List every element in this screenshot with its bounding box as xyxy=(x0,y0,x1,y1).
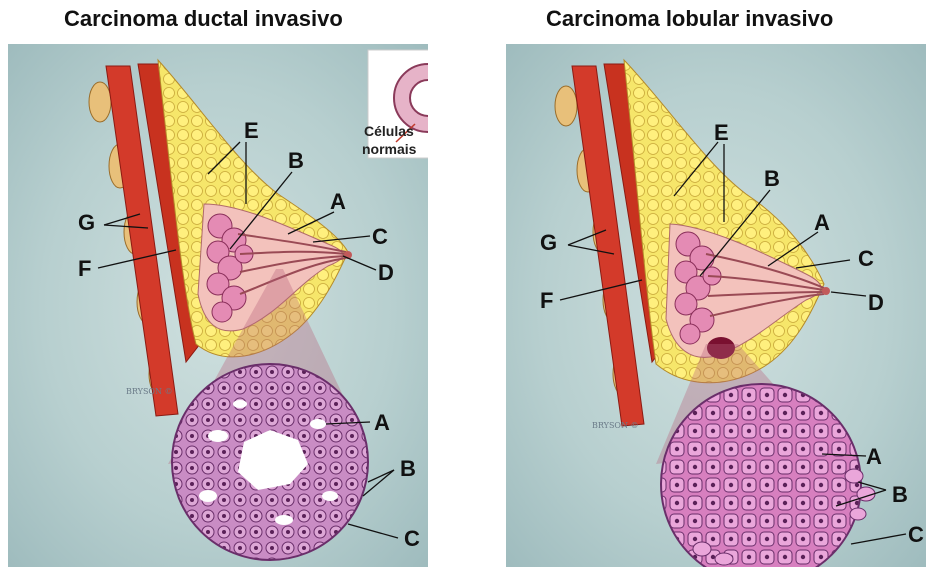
label-D: D xyxy=(378,260,394,285)
lobular-illustration: BRYSON © E B A C D G F xyxy=(506,44,926,567)
ductal-illustration: Células normais BRYSON © xyxy=(8,44,428,567)
label-C: C xyxy=(858,246,874,271)
label-F: F xyxy=(540,288,553,313)
panel-lobular-carcinoma: BRYSON © E B A C D G F xyxy=(506,44,926,567)
label-B: B xyxy=(764,166,780,191)
label-tumor-C: C xyxy=(908,522,924,547)
title-lobular: Carcinoma lobular invasivo xyxy=(546,6,833,32)
label-tumor-B: B xyxy=(400,456,416,481)
nipple xyxy=(822,287,830,295)
label-E: E xyxy=(244,118,259,143)
label-G: G xyxy=(78,210,95,235)
inset-label-line2: normais xyxy=(362,141,417,157)
label-G: G xyxy=(540,230,557,255)
label-tumor-A: A xyxy=(374,410,390,435)
label-D: D xyxy=(868,290,884,315)
label-tumor-A: A xyxy=(866,444,882,469)
ductal-tumor xyxy=(172,364,368,560)
panel-ductal-carcinoma: Células normais BRYSON © xyxy=(8,44,428,567)
signature: BRYSON © xyxy=(126,387,173,396)
label-F: F xyxy=(78,256,91,281)
title-ductal: Carcinoma ductal invasivo xyxy=(64,6,343,32)
label-A: A xyxy=(814,210,830,235)
label-E: E xyxy=(714,120,729,145)
inset-label-line1: Células xyxy=(364,123,414,139)
label-B: B xyxy=(288,148,304,173)
label-tumor-C: C xyxy=(404,526,420,551)
normal-cells-inset: Células normais xyxy=(362,50,428,158)
label-A: A xyxy=(330,189,346,214)
label-C: C xyxy=(372,224,388,249)
label-tumor-B: B xyxy=(892,482,908,507)
signature: BRYSON © xyxy=(592,421,639,430)
